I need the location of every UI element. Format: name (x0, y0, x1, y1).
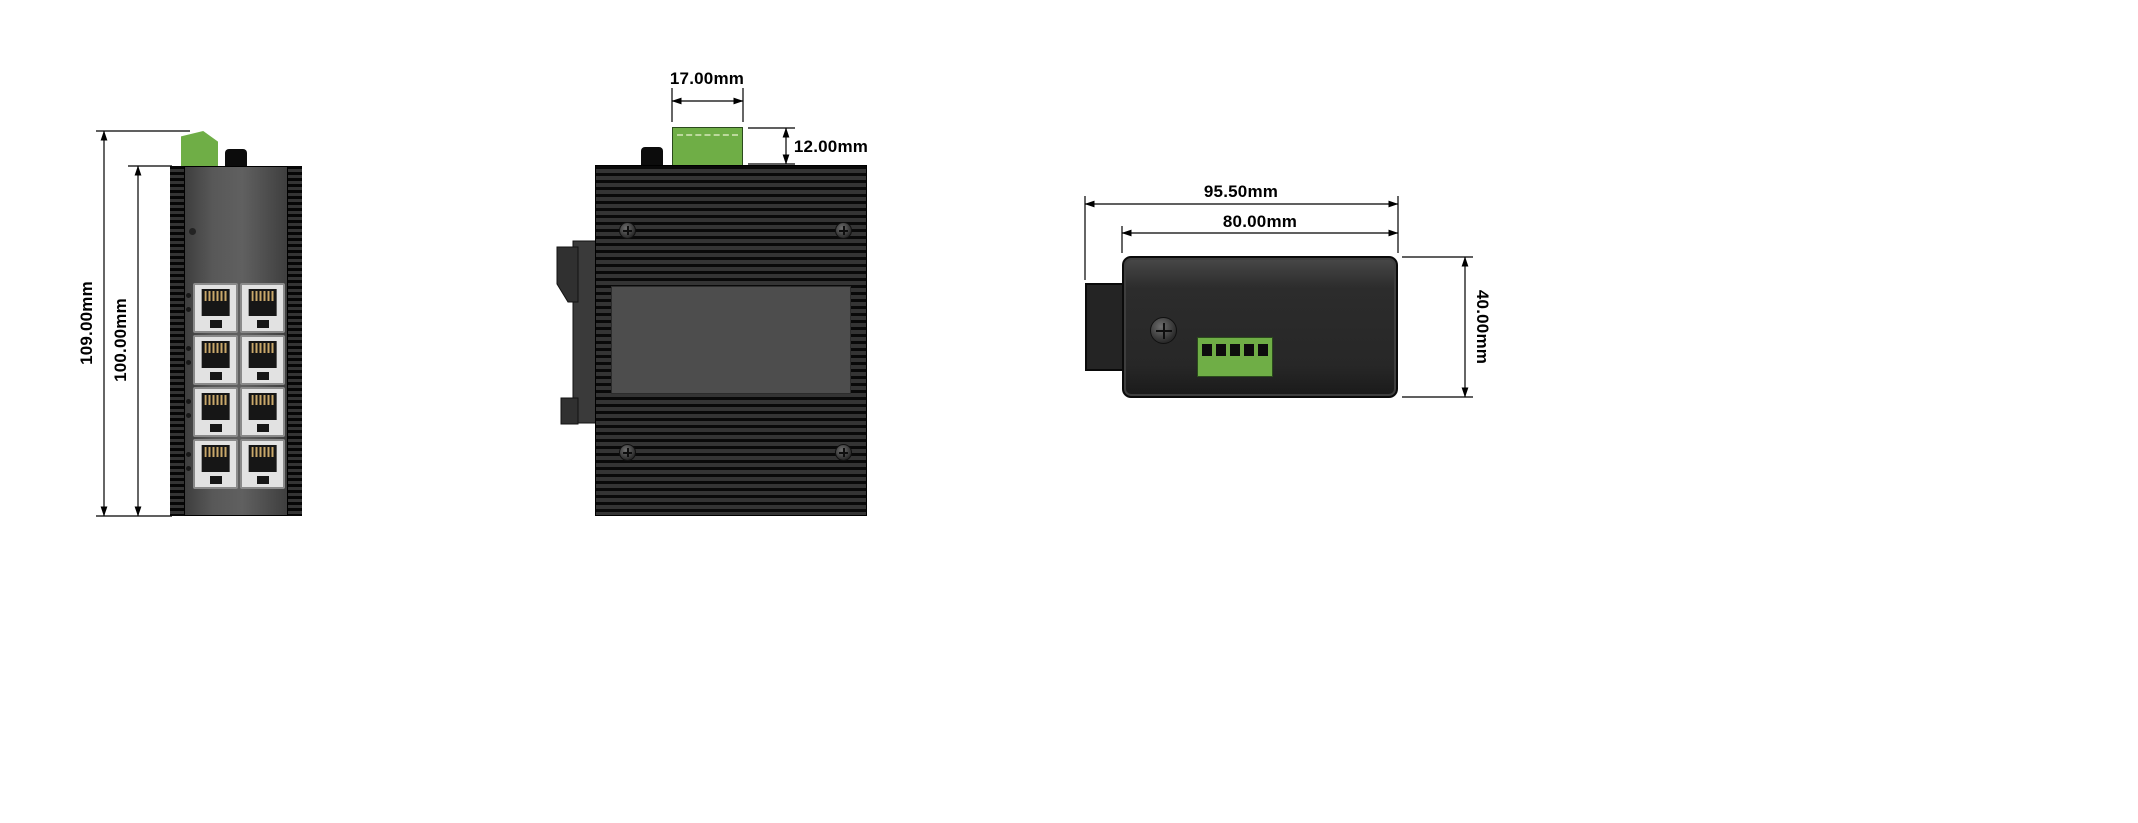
din-rail-clip (556, 240, 597, 425)
screw (835, 444, 852, 461)
rj45-port (193, 335, 238, 385)
dim-label-depth: 40.00mm (1473, 289, 1492, 365)
rj45-port (240, 439, 285, 489)
led-indicator (186, 452, 191, 457)
rear-view-dimension-lines (671, 88, 795, 165)
terminal-pin-hole (1216, 344, 1226, 356)
power-terminal-block (1197, 337, 1273, 377)
rj45-port (193, 283, 238, 333)
dim-label-overall-height: 109.00mm (77, 281, 96, 365)
rj45-port (240, 283, 285, 333)
terminal-pin-hole (1244, 344, 1254, 356)
right-heatsink-rib (287, 166, 302, 516)
led-indicator (186, 346, 191, 351)
rj45-opening (248, 289, 277, 316)
led-indicator (186, 307, 191, 312)
rj45-port (240, 335, 285, 385)
antenna-knob (641, 147, 663, 165)
terminal-pin-hole (1230, 344, 1240, 356)
terminal-pin-hole (1202, 344, 1212, 356)
led-indicator (186, 466, 191, 471)
rj45-port (193, 439, 238, 489)
mounting-plate (611, 286, 851, 394)
top-view-dimension-lines (1084, 196, 1473, 398)
rj45-opening (248, 445, 277, 472)
rj45-opening (201, 445, 230, 472)
power-terminal-block (672, 127, 743, 166)
dim-label-terminal-width: 17.00mm (669, 69, 745, 88)
screw (835, 222, 852, 239)
antenna-knob (225, 149, 247, 167)
rj45-opening (248, 393, 277, 420)
rj45-port (240, 387, 285, 437)
led-indicator (186, 360, 191, 365)
dim-label-overall-width: 95.50mm (1203, 182, 1279, 201)
reset-hole (189, 228, 196, 235)
terminal-pin-hole (1258, 344, 1268, 356)
left-heatsink-rib (170, 166, 185, 516)
rj45-opening (248, 341, 277, 368)
dim-label-body-height: 100.00mm (111, 298, 130, 382)
screw (1150, 317, 1177, 344)
rj45-opening (201, 393, 230, 420)
screw (619, 444, 636, 461)
rj45-port (193, 387, 238, 437)
rj45-opening (201, 341, 230, 368)
dim-label-body-width: 80.00mm (1222, 212, 1298, 231)
dim-label-terminal-height: 12.00mm (793, 137, 869, 156)
led-indicator (186, 293, 191, 298)
front-view-dimension-lines (96, 130, 190, 517)
led-indicator (186, 413, 191, 418)
rj45-port-grid (193, 283, 285, 489)
led-indicator (186, 399, 191, 404)
rj45-opening (201, 289, 230, 316)
screw (619, 222, 636, 239)
din-rail-tab (1085, 283, 1125, 371)
